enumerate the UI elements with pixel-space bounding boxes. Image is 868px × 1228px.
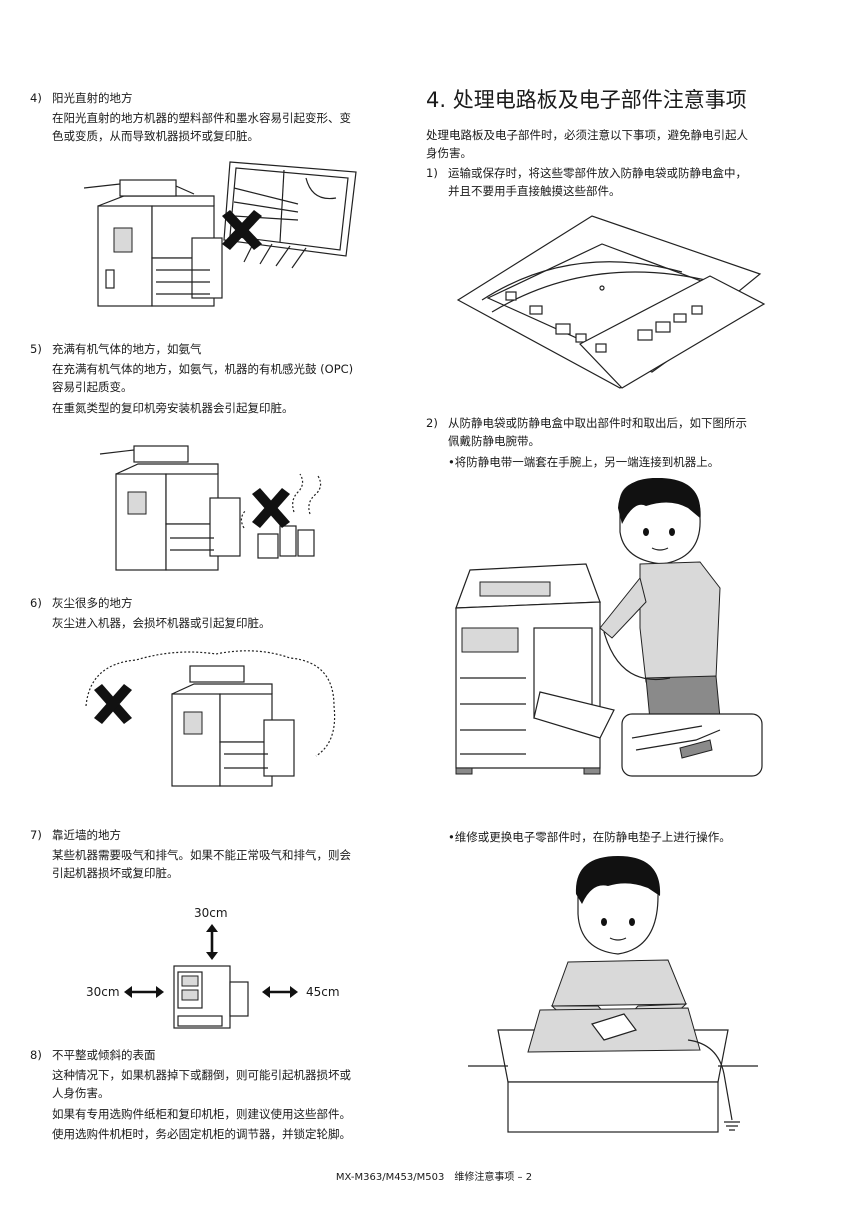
item-7-line-2: 引起机器损坏或复印脏。 <box>52 866 179 880</box>
item-8-title: 不平整或倾斜的表面 <box>52 1048 156 1062</box>
item-8-line-3: 如果有专用选购件纸柜和复印机柜，则建议使用这些部件。 <box>52 1107 351 1121</box>
intro-line-2: 身伤害。 <box>426 146 472 160</box>
technician-drawing <box>599 478 721 721</box>
antistatic-mat-illustration <box>468 856 758 1133</box>
page-footer: MX-M363/M453/M503 维修注意事项 – 2 <box>335 1172 533 1183</box>
item-4-title: 阳光直射的地方 <box>52 91 133 105</box>
sunlight-illustration <box>84 161 357 307</box>
item-6-title: 灰尘很多的地方 <box>52 596 133 610</box>
item-4-line-1: 在阳光直射的地方机器的塑料部件和墨水容易引起变形、变 <box>52 111 351 125</box>
up-down-arrow-icon <box>206 924 218 960</box>
right-item-2-line-2: 佩戴防静电腕带。 <box>448 434 540 448</box>
cross-mark-icon <box>252 488 290 528</box>
item-7-line-1: 某些机器需要吸气和排气。如果不能正常吸气和排气，则会 <box>52 848 351 862</box>
clearance-top-label: 30cm <box>194 906 228 920</box>
item-6-line-1: 灰尘进入机器，会损坏机器或引起复印脏。 <box>52 616 271 630</box>
item-4-number: 4) <box>30 91 42 105</box>
left-right-arrow-icon <box>124 986 164 998</box>
copier-drawing <box>171 665 295 787</box>
copier-drawing <box>455 563 615 775</box>
copier-drawing <box>84 179 223 307</box>
gas-illustration <box>99 445 322 571</box>
wrist-strap-inset-drawing <box>621 713 763 777</box>
wrist-strap-illustration <box>455 478 763 777</box>
right-item-1-line-2: 并且不要用手直接触摸这些部件。 <box>448 184 621 198</box>
right-item-1-line-1: 运输或保存时，将这些零部件放入防静电袋或防静电盒中， <box>448 166 747 180</box>
clearance-right-label: 45cm <box>306 985 340 999</box>
item-5-number: 5) <box>30 342 42 356</box>
item-5-line-2: 容易引起质变。 <box>52 380 133 394</box>
item-5-title: 充满有机气体的地方，如氨气 <box>52 342 202 356</box>
left-right-arrow-icon <box>262 986 298 998</box>
window-drawing <box>223 161 357 269</box>
dust-illustration <box>85 650 336 787</box>
cross-mark-icon <box>222 210 262 250</box>
copier-drawing <box>99 445 241 571</box>
cross-mark-icon <box>94 684 132 724</box>
workbench-drawing <box>468 1007 758 1133</box>
item-8-line-4: 使用选购件机柜时，务必固定机柜的调节器，并锁定轮脚。 <box>52 1127 351 1141</box>
technician-drawing <box>550 856 688 1031</box>
intro-line-1: 处理电路板及电子部件时，必须注意以下事项，避免静电引起人 <box>426 128 748 142</box>
right-item-2-number: 2) <box>426 416 438 430</box>
right-item-1-number: 1) <box>426 166 438 180</box>
right-item-2-bullet: •将防静电带一端套在手腕上，另一端连接到机器上。 <box>448 455 720 469</box>
item-7-title: 靠近墙的地方 <box>52 828 121 842</box>
item-6-number: 6) <box>30 596 42 610</box>
item-8-line-2: 人身伤害。 <box>52 1086 110 1100</box>
clearance-left-label: 30cm <box>86 985 120 999</box>
item-5-line-1: 在充满有机气体的地方，如氨气，机器的有机感光鼓 (OPC) <box>52 362 354 376</box>
right-item-2-line-1: 从防静电袋或防静电盒中取出部件时和取出后，如下图所示 <box>448 416 747 430</box>
item-7-number: 7) <box>30 828 42 842</box>
copier-top-view-drawing <box>173 965 249 1029</box>
item-5-line-3: 在重氮类型的复印机旁安装机器会引起复印脏。 <box>52 401 294 415</box>
circuit-board-bag-illustration <box>456 215 766 389</box>
gas-bottles-drawing <box>240 473 322 559</box>
item-8-line-1: 这种情况下，如果机器掉下或翻倒，则可能引起机器损坏或 <box>52 1068 351 1082</box>
item-4-line-2: 色或变质，从而导致机器损坏或复印脏。 <box>52 129 259 143</box>
right-bullet-2: •维修或更换电子零部件时，在防静电垫子上进行操作。 <box>448 830 731 844</box>
item-8-number: 8) <box>30 1048 42 1062</box>
clearance-diagram <box>124 924 298 1029</box>
section-heading: 4. 处理电路板及电子部件注意事项 <box>426 88 747 112</box>
